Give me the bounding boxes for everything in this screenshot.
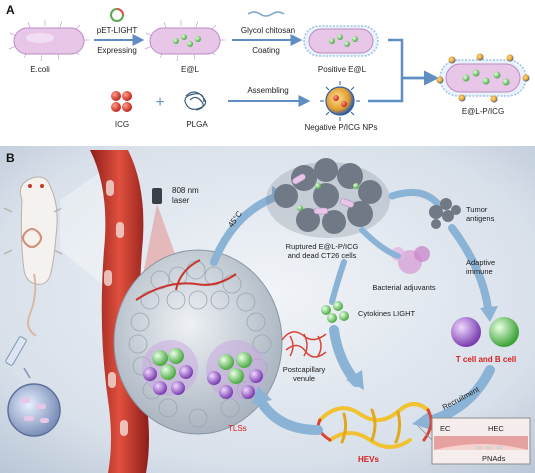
tumor-antigens-label-line1: Tumor: [466, 205, 488, 214]
panel-a-letter: A: [6, 3, 15, 17]
ecoli-label: E.coli: [30, 65, 50, 74]
t-b-cells-label: T cell and B cell: [456, 355, 516, 364]
ec-label: EC: [440, 424, 451, 433]
arrow-merge-bottom: [368, 78, 404, 103]
petri-dish-bacteria: [7, 383, 61, 437]
ruptured-label-line2: and dead CT26 cells: [288, 251, 357, 260]
arrow-adaptive-immune: [448, 224, 492, 312]
hec-label: HEC: [488, 424, 504, 433]
cytokines-label: Cytokines LIGHT: [358, 309, 416, 318]
arrow-to-adjuvants: [359, 227, 401, 259]
tumor-antigens-label-line2: antigens: [466, 214, 495, 223]
ecoli-bacterium: [8, 20, 89, 62]
chitosan-label: Glycol chitosan: [241, 26, 295, 35]
arrow-heating: [210, 192, 282, 266]
assembling-label: Assembling: [247, 86, 288, 95]
el-label: E@L: [181, 65, 199, 74]
hevs-label: HEVs: [358, 455, 379, 464]
product-label: E@L-P/ICG: [462, 107, 504, 116]
icg-label: ICG: [115, 120, 129, 129]
tls-label: TLSs: [228, 424, 247, 433]
icg-molecules: [111, 91, 132, 112]
cytokines-light-cluster: [321, 301, 349, 323]
chitosan-icon: [247, 11, 285, 17]
laser-label-line1: 808 nm: [172, 186, 199, 195]
arrow-to-cytokines: [329, 259, 347, 305]
b-cell: [489, 317, 519, 347]
t-cell: [451, 317, 481, 347]
panel-b: B: [0, 146, 535, 473]
arrow-to-antigens: [388, 188, 442, 208]
syringe-icon: [5, 336, 31, 379]
expressing-label: Expressing: [97, 46, 137, 55]
postcapillary-venule-icon: [281, 331, 327, 358]
adaptive-immune-label-line2: immune: [466, 267, 493, 276]
laser-label-line2: laser: [172, 196, 190, 205]
hec-inset: [417, 417, 531, 465]
ruptured-label-line1: Ruptured E@L-P/ICG: [286, 242, 359, 251]
plasmid-label: pET-LIGHT: [97, 26, 138, 35]
hev-network: [316, 402, 433, 449]
el-bacterium: [144, 20, 225, 62]
positive-el-label: Positive E@L: [318, 65, 367, 74]
zoom-wedge: [60, 164, 112, 292]
pnads-label: PNAds: [482, 454, 506, 463]
arrow-to-tls: [255, 395, 323, 435]
plga-label: PLGA: [186, 120, 208, 129]
ruptured-cells-cluster: [266, 158, 390, 238]
negative-picg-label: Negative P/ICG NPs: [305, 123, 378, 132]
tumor-antigens-cluster: [429, 198, 461, 229]
positive-el-bacterium: [303, 25, 379, 57]
adaptive-immune-label-line1: Adaptive: [466, 258, 495, 267]
plasmid-icon: [110, 8, 124, 22]
coating-label: Coating: [252, 46, 280, 55]
el-picg-product: [436, 53, 530, 103]
tls-cluster-left: [142, 340, 198, 396]
postcapillary-label-line1: Postcapillary: [283, 365, 326, 374]
plus-sign: +: [155, 94, 164, 111]
panel-a: A E.coli pET-LIGHT Expressing: [6, 3, 530, 132]
bacterial-adjuvants-label: Bacterial adjuvants: [372, 283, 436, 292]
arrow-merge-top: [388, 38, 430, 80]
panel-b-letter: B: [6, 151, 15, 165]
plga-polymer: [184, 91, 207, 111]
tls-cluster-right: [206, 340, 266, 400]
negative-picg-nanoparticle: [320, 81, 360, 121]
mouse-illustration: [3, 176, 63, 337]
tumor-mass: [113, 249, 283, 435]
postcapillary-label-line2: venule: [293, 374, 315, 383]
